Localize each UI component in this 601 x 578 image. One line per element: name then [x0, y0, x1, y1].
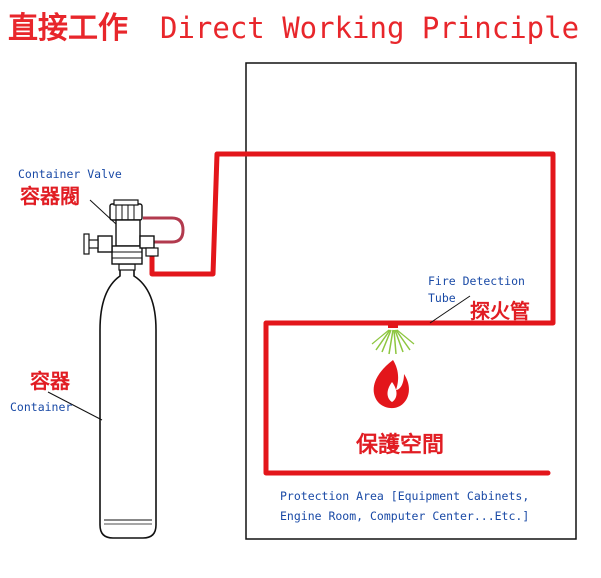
protection-area-line-2: Engine Room, Computer Center...Etc.]: [280, 509, 529, 523]
container-en: Container: [10, 400, 72, 414]
title-chinese: 直接工作: [8, 11, 128, 46]
fire-detection-tube: [149, 151, 556, 476]
protected-space-zh: 保護空間: [355, 432, 444, 458]
protection-area-line-1: Protection Area [Equipment Cabinets,: [280, 489, 529, 503]
cylinder-icon: [99, 263, 157, 539]
fire-detection-zh: 探火管: [470, 299, 530, 323]
protection-area-box: [245, 62, 577, 540]
container-zh: 容器: [30, 369, 71, 393]
title-english: Direct Working Principle: [160, 11, 579, 45]
flame-icon: [373, 360, 409, 409]
container-valve-zh: 容器閥: [20, 184, 80, 208]
leader-container: [47, 391, 103, 421]
container-valve-en: Container Valve: [18, 167, 122, 181]
valve-hose: [143, 216, 185, 244]
spray-nozzle-icon: [371, 323, 415, 355]
leader-tube: [429, 295, 471, 324]
tube-highlight: [262, 156, 478, 477]
fire-detection-en-2: Tube: [428, 291, 456, 305]
fire-detection-en-1: Fire Detection: [428, 274, 525, 288]
valve-icon: [83, 199, 159, 265]
leader-valve: [89, 199, 117, 225]
